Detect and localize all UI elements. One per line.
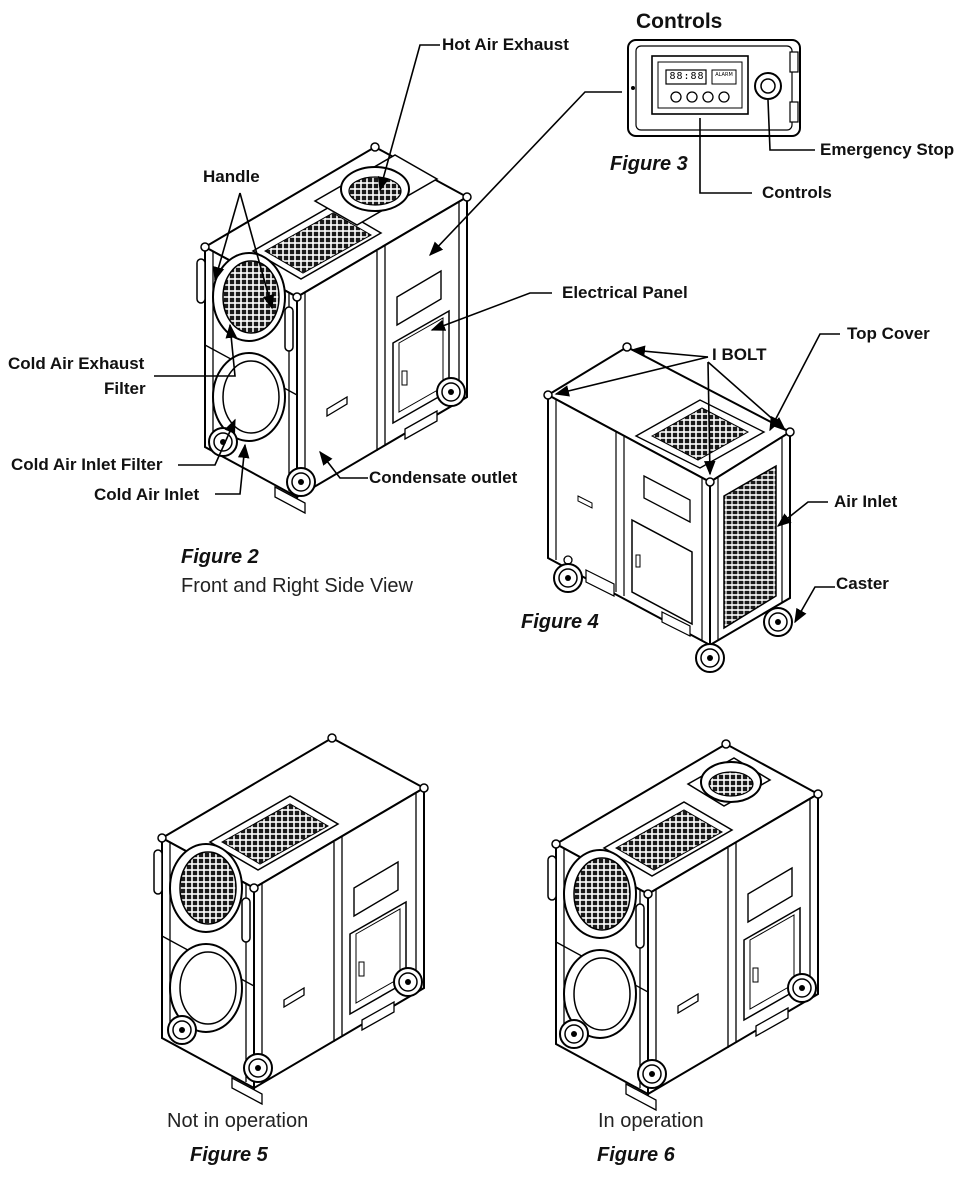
figure4-title: Figure 4 [521, 611, 599, 633]
label-top-cover: Top Cover [847, 324, 930, 343]
label-air-inlet: Air Inlet [834, 492, 898, 511]
label-cold-air-inlet: Cold Air Inlet [94, 485, 200, 504]
label-handle: Handle [203, 167, 260, 186]
label-i-bolt: I BOLT [712, 345, 767, 364]
label-emergency-stop: Emergency Stop [820, 140, 955, 159]
label-controls: Controls [762, 183, 832, 202]
label-electrical-panel: Electrical Panel [562, 283, 688, 302]
figure2-leaders [154, 44, 622, 495]
figure2-unit-drawing [196, 142, 472, 514]
figure3-heading: Controls [636, 10, 723, 33]
label-cold-air-exhaust-filter: Filter [104, 379, 146, 398]
label-cold-air-exhaust: Cold Air Exhaust [8, 354, 145, 373]
figure2-title: Figure 2 [181, 546, 259, 568]
figure6-caption: In operation [598, 1110, 704, 1132]
label-hot-air-exhaust: Hot Air Exhaust [442, 35, 569, 54]
control-alarm-text: ALARM [715, 72, 733, 78]
figure6-unit-drawing [547, 739, 823, 1111]
label-caster: Caster [836, 574, 889, 593]
figure5-title: Figure 5 [190, 1144, 268, 1166]
figure3-title: Figure 3 [610, 153, 688, 175]
figure3-control-panel [627, 39, 801, 137]
figure2-caption: Front and Right Side View [181, 575, 413, 597]
control-display-readout: 88:88 [669, 71, 705, 82]
figure5-unit-drawing [153, 733, 429, 1105]
figure4-leaders [554, 333, 840, 624]
label-cold-air-inlet-filter: Cold Air Inlet Filter [11, 455, 163, 474]
figure5-caption: Not in operation [167, 1110, 309, 1132]
figure6-title: Figure 6 [597, 1144, 675, 1166]
figure3-leaders [699, 99, 815, 194]
label-condensate-outlet: Condensate outlet [369, 468, 518, 487]
